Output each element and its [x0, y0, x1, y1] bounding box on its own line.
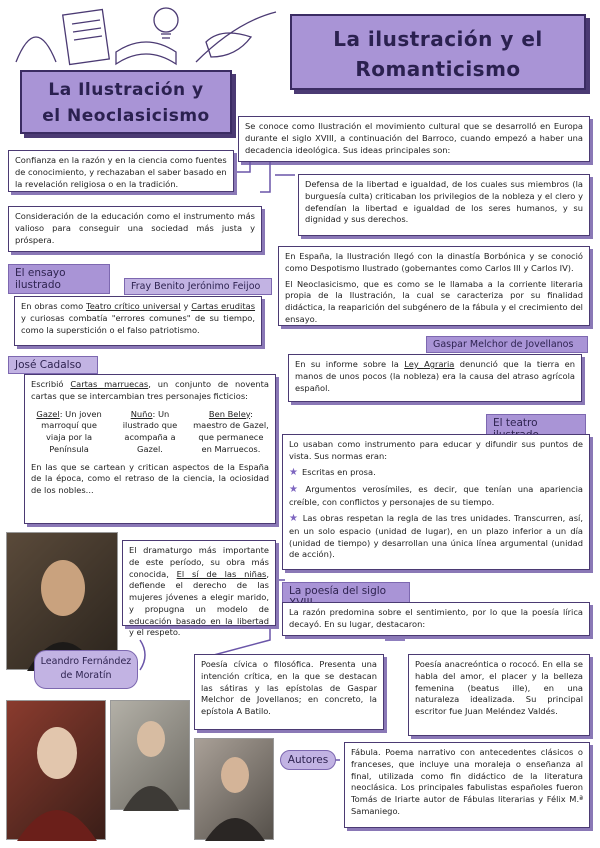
- tag-cadalso: José Cadalso: [8, 356, 98, 374]
- section-title-line1: La Ilustración y: [48, 80, 204, 100]
- jovellanos-box: En su informe sobre la Ley Agraria denun…: [288, 354, 582, 402]
- moratin-pre: El dramaturgo más importante de este per…: [129, 545, 269, 579]
- list-item: ★Escritas en prosa.: [289, 466, 583, 480]
- poesia-intro: La razón predomina sobre el sentimiento,…: [289, 607, 583, 629]
- main-title-line1: La ilustración y el: [333, 27, 543, 51]
- portrait-jovellanos: [6, 700, 106, 841]
- teatro-box: Lo usaban como instrumento para educar y…: [282, 434, 590, 570]
- quill-icon: [15, 36, 57, 63]
- tag-moratin: Leandro Fernández de Moratín: [34, 650, 138, 689]
- tag-ensayo: El ensayo ilustrado: [8, 264, 110, 294]
- norma-text: Las obras respetan la regla de las tres …: [289, 512, 583, 560]
- consideracion-box: Consideración de la educación como el in…: [8, 206, 262, 252]
- poesia-anacreontica: Poesía anacreóntica o rococó. En ella se…: [415, 659, 583, 717]
- tag-feijoo: Fray Benito Jerónimo Feijoo: [124, 278, 272, 295]
- defensa-box: Defensa de la libertad e igualdad, de lo…: [298, 174, 590, 236]
- lightbulb-icon: [153, 7, 179, 33]
- poesia-civica-box: Poesía cívica o filosófica. Presenta una…: [194, 654, 384, 730]
- star-icon: ★: [289, 483, 302, 495]
- cadalso-post: , un conjunto de noventa cartas que se i…: [31, 379, 269, 401]
- feijoo-obra2: Cartas eruditas: [191, 301, 256, 311]
- norma-text: Argumentos verosímiles, es decir, que te…: [289, 483, 583, 507]
- portrait-melendez: [110, 700, 190, 811]
- teatro-intro: Lo usaban como instrumento para educar y…: [289, 439, 583, 461]
- consideracion-text: Consideración de la educación como el in…: [15, 211, 255, 245]
- feijoo-post: y curiosas combatía "errores comunes" de…: [21, 312, 255, 335]
- star-icon: ★: [289, 512, 299, 524]
- main-title-line2: Romanticismo: [355, 57, 521, 81]
- personaje-ben-beley: Ben Beley: maestro de Gazel, que permane…: [193, 409, 269, 456]
- personaje-name: Nuño: [130, 408, 153, 419]
- pen-icon: [195, 11, 277, 63]
- cadalso-pre: Escribió: [31, 379, 64, 389]
- book-icon: [115, 41, 177, 66]
- moratin-obra: El sí de las niñas: [176, 568, 267, 579]
- defensa-text: Defensa de la libertad e igualdad, de lo…: [305, 179, 583, 225]
- intro-text: Se conoce como Ilustración el movimiento…: [245, 121, 583, 155]
- personaje-desc: : Un joven marroquí que viaja por la Pen…: [41, 408, 102, 454]
- personaje-name: Ben Beley: [208, 408, 251, 419]
- teatro-normas: ★Escritas en prosa. ★Argumentos verosími…: [289, 466, 583, 562]
- list-item: ★Argumentos verosímiles, es decir, que t…: [289, 483, 583, 509]
- personaje-nuno: Nuño: Un ilustrado que acompaña a Gazel.: [112, 409, 188, 456]
- jovellanos-pre: En su informe sobre la: [295, 359, 399, 369]
- poesia-intro-box: La razón predomina sobre el sentimiento,…: [282, 602, 590, 636]
- fabula-box: Fábula. Poema narrativo con antecedentes…: [344, 742, 590, 828]
- espana-box: En España, la Ilustración llegó con la d…: [278, 246, 590, 326]
- feijoo-pre: En obras como: [21, 301, 84, 311]
- neoclasicismo-text: El Neoclasicismo, que es como se le llam…: [285, 278, 583, 324]
- header-illustration: [15, 7, 277, 66]
- cadalso-obra: Cartas marruecas: [70, 379, 149, 389]
- jovellanos-post: denunció que la tierra en manos de unos …: [295, 359, 575, 393]
- cadalso-box: Escribió Cartas marruecas, un conjunto d…: [24, 374, 276, 524]
- personaje-desc: : maestro de Gazel, que permanece en Mar…: [193, 408, 269, 454]
- portrait-samaniego: [194, 738, 274, 841]
- document-icon: [61, 8, 111, 66]
- list-item: ★Las obras respetan la regla de las tres…: [289, 512, 583, 562]
- norma-text: Escritas en prosa.: [301, 466, 376, 477]
- feijoo-mid: y: [183, 301, 189, 311]
- moratin-post: , defiende el derecho de las mujeres jóv…: [129, 568, 269, 638]
- jovellanos-obra: Ley Agraria: [404, 359, 455, 369]
- section-title-line2: el Neoclasicismo: [42, 106, 210, 126]
- feijoo-obra1: Teatro crítico universal: [86, 301, 181, 311]
- poesia-civica: Poesía cívica o filosófica. Presenta una…: [201, 659, 377, 717]
- confianza-text: Confianza en la razón y en la ciencia co…: [15, 155, 227, 189]
- poesia-anacreontica-box: Poesía anacreóntica o rococó. En ella se…: [408, 654, 590, 736]
- personaje-desc: : Un ilustrado que acompaña a Gazel.: [122, 408, 178, 454]
- confianza-box: Confianza en la razón y en la ciencia co…: [8, 150, 234, 192]
- moratin-box: El dramaturgo más importante de este per…: [122, 540, 276, 637]
- fabula-text: Fábula. Poema narrativo con antecedentes…: [351, 747, 583, 816]
- tag-jovellanos: Gaspar Melchor de Jovellanos: [426, 336, 588, 353]
- intro-box: Se conoce como Ilustración el movimiento…: [238, 116, 590, 162]
- main-title: La ilustración y el Romanticismo: [290, 14, 586, 90]
- cadalso-final: En las que se cartean y critican aspecto…: [31, 461, 269, 496]
- section-title: La Ilustración y el Neoclasicismo: [20, 70, 232, 134]
- personaje-gazel: Gazel: Un joven marroquí que viaja por l…: [31, 409, 107, 456]
- star-icon: ★: [289, 466, 298, 478]
- feijoo-box: En obras como Teatro crítico universal y…: [14, 296, 262, 346]
- espana-text: En España, la Ilustración llegó con la d…: [285, 251, 583, 273]
- personajes-list: Gazel: Un joven marroquí que viaja por l…: [31, 409, 269, 456]
- personaje-name: Gazel: [36, 408, 60, 419]
- tag-autores: Autores: [280, 750, 336, 770]
